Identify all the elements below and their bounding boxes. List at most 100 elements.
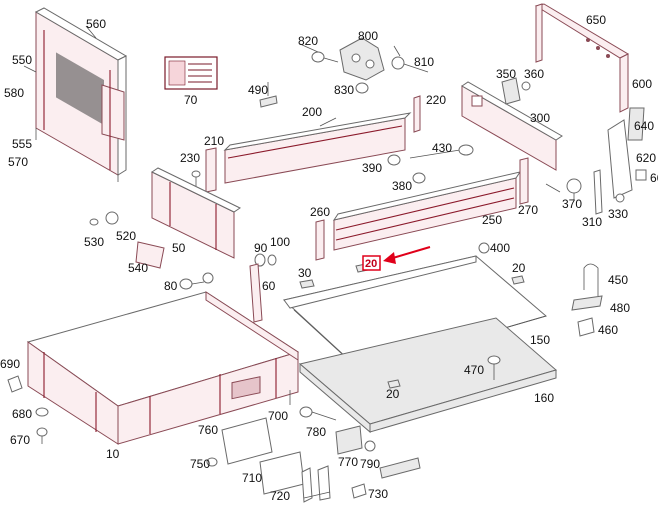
rack-frame-part <box>534 3 630 113</box>
highlighted-part-box[interactable] <box>362 255 381 271</box>
nut-400 <box>478 242 490 254</box>
part-callout-10[interactable]: 10 <box>106 447 120 461</box>
truck-body-part-10 <box>26 291 300 445</box>
hardware-680-670-690 <box>7 375 49 444</box>
part-callout-360[interactable]: 360 <box>524 67 544 81</box>
part-callout-540[interactable]: 540 <box>128 261 148 275</box>
clip-part-20b <box>511 275 525 285</box>
part-callout-270[interactable]: 270 <box>518 203 538 217</box>
part-callout-700[interactable]: 700 <box>268 409 288 423</box>
part-callout-760[interactable]: 760 <box>198 423 218 437</box>
part-callout-70[interactable]: 70 <box>184 93 198 107</box>
part-callout-640[interactable]: 640 <box>634 119 654 133</box>
part-callout-220[interactable]: 220 <box>426 93 446 107</box>
part-callout-680[interactable]: 680 <box>12 407 32 421</box>
washers-90-100 <box>202 253 277 284</box>
part-callout-370[interactable]: 370 <box>562 197 582 211</box>
part-callout-790[interactable]: 790 <box>360 457 380 471</box>
part-callout-100[interactable]: 100 <box>270 235 290 249</box>
cable-part-430 <box>387 144 474 184</box>
nut-330 <box>615 193 625 203</box>
hardware-700-series <box>206 376 421 503</box>
part-callout-20[interactable]: 20 <box>512 261 526 275</box>
part-callout-600[interactable]: 600 <box>632 77 652 91</box>
part-callout-650[interactable]: 650 <box>586 13 606 27</box>
highlight-arrow <box>383 246 431 264</box>
side-board-part-250 <box>332 171 522 251</box>
part-callout-330[interactable]: 330 <box>608 207 628 221</box>
part-callout-160[interactable]: 160 <box>534 391 554 405</box>
part-callout-480[interactable]: 480 <box>610 301 630 315</box>
latch-plate-350 <box>501 77 521 105</box>
u-bolt-450 <box>571 263 603 337</box>
hook-part-660 <box>635 169 647 181</box>
part-callout-490[interactable]: 490 <box>248 83 268 97</box>
nut-360 <box>521 81 531 91</box>
part-callout-710[interactable]: 710 <box>242 471 262 485</box>
part-callout-810[interactable]: 810 <box>414 55 434 69</box>
side-gate-part-50 <box>150 167 242 259</box>
clip-part-490 <box>259 82 278 108</box>
part-callout-750[interactable]: 750 <box>190 457 210 471</box>
post-60 <box>249 263 263 323</box>
part-callout-380[interactable]: 380 <box>392 179 412 193</box>
part-callout-770[interactable]: 770 <box>338 455 358 469</box>
part-callout-450[interactable]: 450 <box>608 273 628 287</box>
part-callout-780[interactable]: 780 <box>306 425 326 439</box>
part-callout-530[interactable]: 530 <box>84 235 104 249</box>
part-callout-720[interactable]: 720 <box>270 489 290 503</box>
part-callout-350[interactable]: 350 <box>496 67 516 81</box>
part-callout-80[interactable]: 80 <box>164 279 178 293</box>
part-callout-670[interactable]: 670 <box>10 433 30 447</box>
part-callout-300[interactable]: 300 <box>530 111 550 125</box>
part-callout-580[interactable]: 580 <box>4 86 24 100</box>
part-callout-310[interactable]: 310 <box>582 215 602 229</box>
part-callout-210[interactable]: 210 <box>204 134 224 148</box>
plate-540 <box>135 241 165 269</box>
stake-post-260 <box>315 219 325 261</box>
platform-part-160 <box>298 317 558 434</box>
part-callout-730[interactable]: 730 <box>368 487 388 501</box>
part-callout-660[interactable]: 660 <box>650 171 658 185</box>
highlighted-part-number[interactable]: 20 <box>365 258 377 270</box>
pillar-part-620 <box>607 107 645 199</box>
part-callout-820[interactable]: 820 <box>298 34 318 48</box>
part-callout-230[interactable]: 230 <box>180 151 200 165</box>
part-callout-260[interactable]: 260 <box>310 205 330 219</box>
part-callout-90[interactable]: 90 <box>254 241 268 255</box>
side-board-part-200 <box>223 112 412 184</box>
bolt-470 <box>487 355 501 380</box>
part-callout-550[interactable]: 550 <box>12 53 32 67</box>
warning-label-part <box>164 56 218 90</box>
part-callout-460[interactable]: 460 <box>598 323 618 337</box>
leader-lines <box>23 25 561 405</box>
part-callout-390[interactable]: 390 <box>362 161 382 175</box>
part-callout-800[interactable]: 800 <box>358 29 378 43</box>
part-callout-470[interactable]: 470 <box>464 363 484 377</box>
part-callout-20[interactable]: 20 <box>386 387 400 401</box>
screw-part-230 <box>191 170 201 186</box>
part-callout-150[interactable]: 150 <box>530 333 550 347</box>
part-callout-690[interactable]: 690 <box>0 357 20 371</box>
part-callout-200[interactable]: 200 <box>302 105 322 119</box>
post-310 <box>593 169 603 215</box>
part-callout-555[interactable]: 555 <box>12 137 32 151</box>
rear-board-part-300 <box>461 81 563 171</box>
part-callout-430[interactable]: 430 <box>432 141 452 155</box>
stake-post-220 <box>413 95 421 133</box>
part-callout-50[interactable]: 50 <box>172 241 186 255</box>
part-callout-30[interactable]: 30 <box>298 266 312 280</box>
knob-520 <box>105 211 119 225</box>
part-callout-560[interactable]: 560 <box>86 17 106 31</box>
part-callout-250[interactable]: 250 <box>482 213 502 227</box>
stake-post-270 <box>519 157 529 205</box>
part-callout-830[interactable]: 830 <box>334 83 354 97</box>
part-callout-60[interactable]: 60 <box>262 279 276 293</box>
bolt-530 <box>89 218 99 226</box>
part-callout-520[interactable]: 520 <box>116 229 136 243</box>
hinge-bracket-part <box>311 37 405 94</box>
part-callout-400[interactable]: 400 <box>490 241 510 255</box>
part-callout-620[interactable]: 620 <box>636 151 656 165</box>
part-callout-570[interactable]: 570 <box>8 155 28 169</box>
